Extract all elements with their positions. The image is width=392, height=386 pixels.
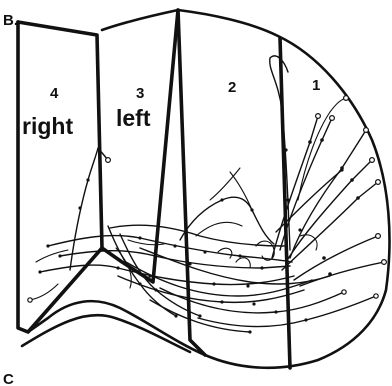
panel-label-b: B. (3, 12, 18, 29)
section-4-name: right (22, 113, 73, 139)
panel-label-c: C (3, 371, 14, 386)
trace-nodes (28, 96, 387, 334)
section-3-number: 3 (136, 85, 144, 102)
section-outline (22, 10, 389, 368)
section-1-number: 1 (312, 77, 320, 94)
axon-traces (30, 56, 384, 332)
section-2-number: 2 (228, 79, 236, 96)
section-3-name: left (116, 105, 151, 131)
section-4-number: 4 (50, 85, 59, 102)
section-panels (18, 10, 290, 368)
